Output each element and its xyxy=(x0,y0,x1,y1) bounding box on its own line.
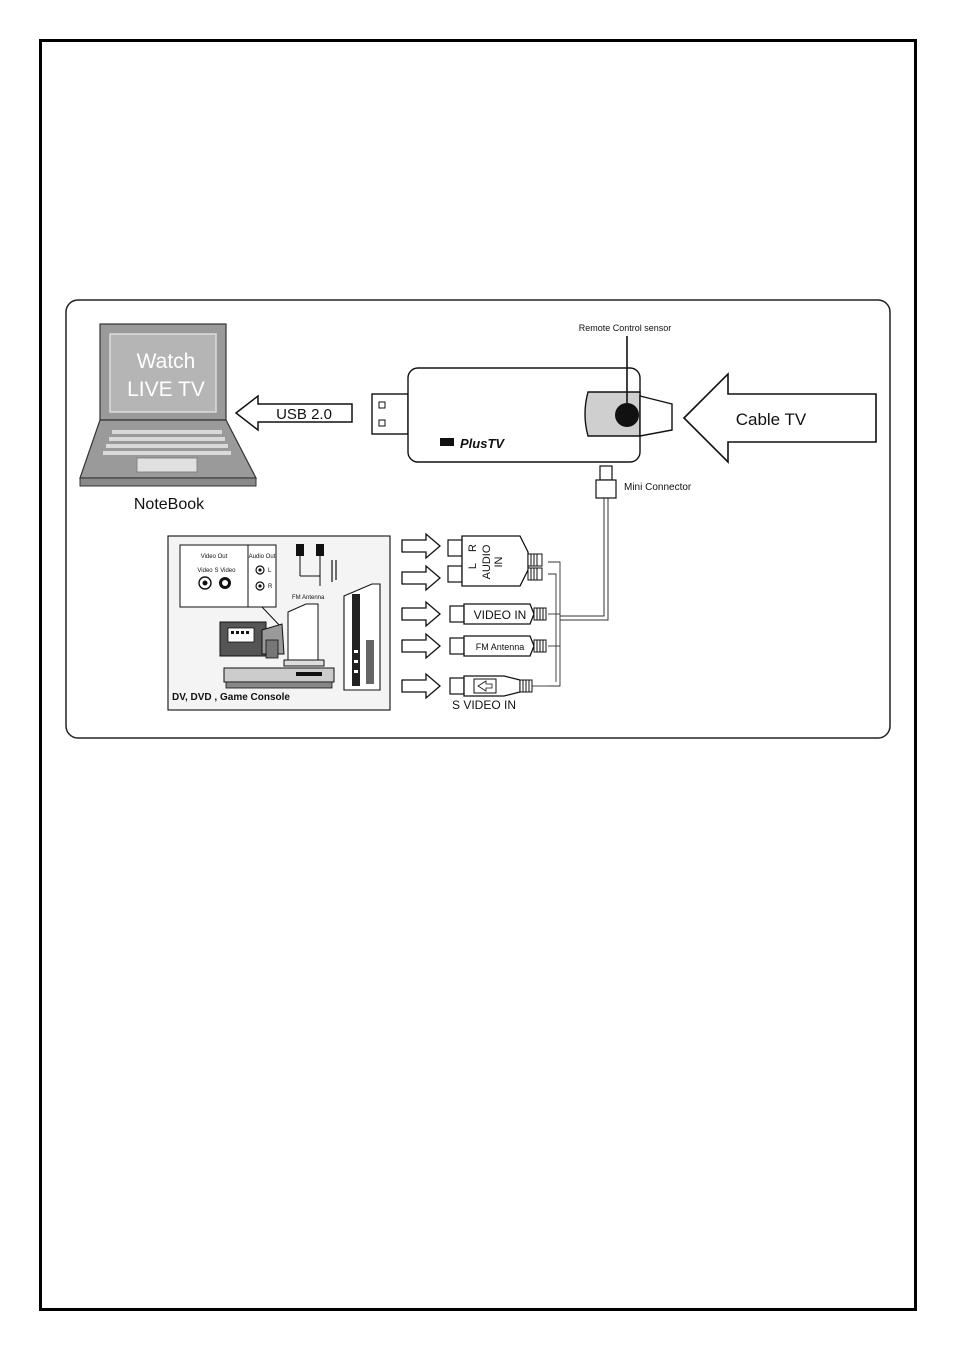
video-out-label: Video Out xyxy=(201,554,228,560)
camcorder-icon xyxy=(220,622,284,658)
remote-sensor-dot xyxy=(615,403,639,427)
usb-label: USB 2.0 xyxy=(276,406,332,423)
fm-antenna-label: FM Antenna xyxy=(476,642,525,652)
devices-caption: DV, DVD , Game Console xyxy=(172,692,290,703)
dvd-player-icon xyxy=(224,668,334,688)
audio-out-label: Audio Out xyxy=(249,554,276,560)
mini-connector-label: Mini Connector xyxy=(624,482,692,493)
remote-sensor-label: Remote Control sensor xyxy=(579,323,672,333)
audio-in-l-label: L xyxy=(467,563,479,569)
video-label: Video xyxy=(197,568,213,574)
audio-in-r-label: R xyxy=(467,544,479,552)
media-tower-icon xyxy=(344,584,380,690)
screen-text-line2: LIVE TV xyxy=(127,378,205,401)
video-in-label: VIDEO IN xyxy=(474,608,527,622)
audio-in-label: AUDIO xyxy=(481,544,493,579)
audio-r-label: R xyxy=(268,584,273,590)
brand-logo: PlusTV xyxy=(460,436,505,451)
game-console-icon xyxy=(284,604,324,666)
audio-in-label-2: IN xyxy=(493,556,505,567)
cable-tv-label: Cable TV xyxy=(736,410,807,429)
s-video-label: S Video xyxy=(215,568,237,574)
fm-antenna-device-label: FM Antenna xyxy=(292,595,325,601)
screen-text-line1: Watch xyxy=(137,350,196,373)
notebook-label: NoteBook xyxy=(134,496,205,513)
s-video-in-label: S VIDEO IN xyxy=(452,698,516,712)
